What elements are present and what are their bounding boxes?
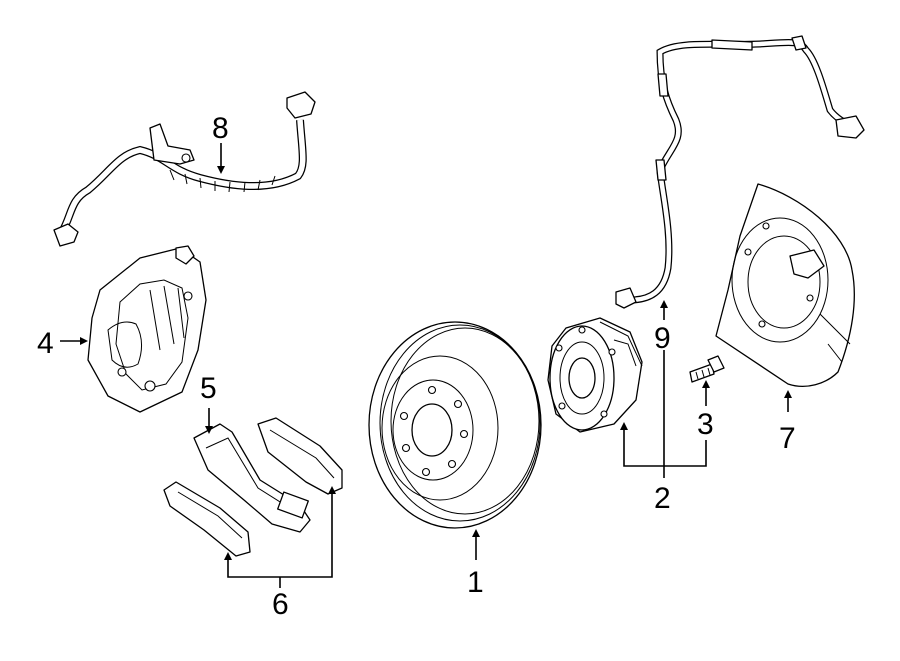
abs-sensor [615, 35, 865, 309]
splash-shield [715, 183, 855, 387]
pad-bracket [193, 423, 311, 533]
brake-hose [53, 91, 316, 247]
callout-1: 1 [467, 566, 484, 599]
callout-numbers: 1 2 3 4 5 6 7 8 9 [37, 112, 796, 621]
callout-3: 3 [697, 408, 714, 441]
leader-lines [60, 143, 792, 588]
callout-2: 2 [654, 482, 671, 515]
brake-pads [163, 417, 343, 557]
callout-5: 5 [200, 372, 217, 405]
callout-6: 6 [272, 588, 289, 621]
hub-bolt [689, 355, 725, 383]
callout-4: 4 [37, 327, 54, 360]
wheel-hub [547, 317, 643, 433]
callout-9: 9 [654, 322, 671, 355]
brake-caliper [87, 245, 207, 413]
rotor-lug-holes [399, 385, 469, 477]
brake-rotor [368, 321, 542, 529]
callout-7: 7 [779, 422, 796, 455]
callout-8: 8 [212, 112, 229, 145]
